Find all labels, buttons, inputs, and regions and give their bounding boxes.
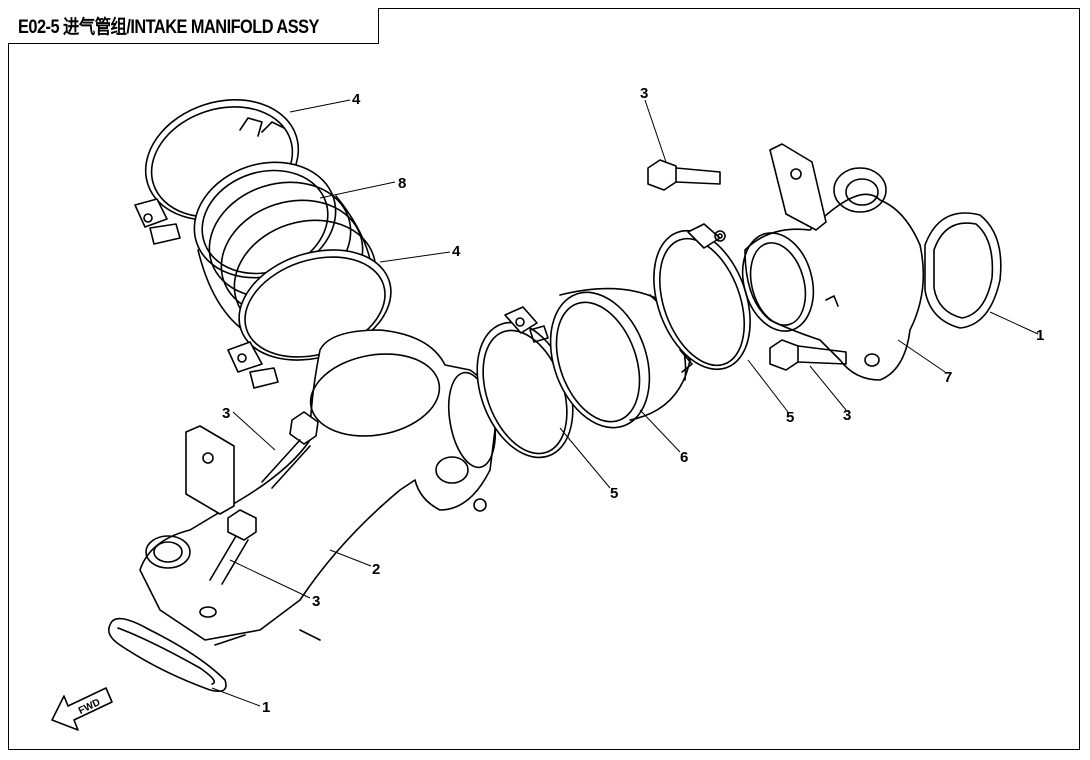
left-upper-bolt xyxy=(261,411,319,489)
callout-3-right-lower: 3 xyxy=(843,407,851,424)
intake-pipe xyxy=(741,143,925,381)
callout-7: 7 xyxy=(944,369,952,386)
callout-1-right: 1 xyxy=(1036,327,1044,344)
callout-3-right-upper: 3 xyxy=(640,85,648,102)
callout-5-middle: 5 xyxy=(610,485,618,502)
callout-2: 2 xyxy=(372,561,380,578)
callout-8: 8 xyxy=(398,175,406,192)
diagram-frame xyxy=(8,8,1080,750)
callout-1-lower: 1 xyxy=(262,699,270,716)
callout-3-left-upper: 3 xyxy=(222,405,230,422)
callout-6: 6 xyxy=(680,449,688,466)
fwd-arrow: FWD xyxy=(51,687,113,731)
callout-5-right: 5 xyxy=(786,409,794,426)
leader-lines xyxy=(211,99,1039,707)
lower-gasket xyxy=(107,617,227,693)
intake-manifold-pipe xyxy=(139,329,497,646)
callout-4-lower: 4 xyxy=(452,243,461,260)
right-upper-bolt xyxy=(647,159,721,191)
diagram-title: E02-5 进气管组/INTAKE MANIFOLD ASSY xyxy=(18,17,319,38)
callout-4-upper: 4 xyxy=(352,91,361,108)
callout-labels: 4 8 4 3 3 2 3 1 5 6 5 3 7 1 xyxy=(222,85,1044,716)
right-gasket xyxy=(924,212,1002,329)
title-box: E02-5 进气管组/INTAKE MANIFOLD ASSY xyxy=(8,8,379,44)
right-lower-bolt xyxy=(769,339,847,371)
callout-3-left-lower: 3 xyxy=(312,593,320,610)
